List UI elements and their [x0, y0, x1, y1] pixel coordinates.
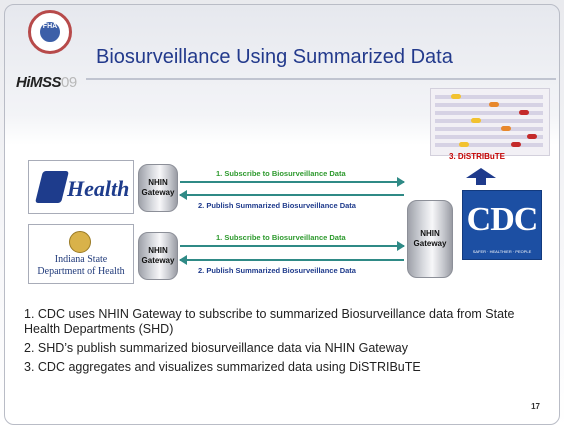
- cdc-logo-letters: CDC: [466, 201, 539, 238]
- gateway-right-label: NHIN Gateway: [413, 229, 447, 248]
- distribute-visualization-image: [430, 88, 550, 156]
- publish-arrow-top: [179, 190, 404, 200]
- fha-seal-icon: [38, 20, 62, 44]
- health-logo-text: Health: [67, 176, 130, 201]
- up-arrow-stem: [476, 178, 486, 185]
- slide-title: Biosurveillance Using Summarized Data: [96, 46, 453, 68]
- fha-logo-text: FHA: [42, 23, 58, 30]
- himss-year: 09: [61, 74, 77, 91]
- bullet-item: 3. CDC aggregates and visualizes summari…: [24, 360, 421, 374]
- fha-logo: FHA: [28, 10, 72, 54]
- bullet-item: 1. CDC uses NHIN Gateway to subscribe to…: [24, 307, 515, 336]
- state-health-logo: Health: [28, 160, 134, 214]
- publish-label-top: 2. Publish Summarized Biosurveillance Da…: [198, 201, 356, 210]
- indiana-health-logo: Indiana State Department of Health: [28, 224, 134, 284]
- distribute-label: 3. DiSTRIBuTE: [449, 152, 506, 161]
- indiana-logo-line2: Department of Health: [37, 266, 125, 277]
- gateway-right: NHIN Gateway: [407, 200, 453, 278]
- gateway-left-top-label: NHIN Gateway: [141, 178, 175, 197]
- subscribe-arrow-top: [180, 177, 405, 187]
- cdc-logo: CDC SAFER · HEALTHIER · PEOPLE: [462, 190, 542, 260]
- title-divider: [86, 78, 556, 80]
- gateway-left-bottom-label: NHIN Gateway: [141, 246, 175, 265]
- gateway-left-bottom: NHIN Gateway: [138, 232, 178, 280]
- indiana-seal-icon: [69, 231, 91, 253]
- subscribe-arrow-bottom: [180, 241, 405, 251]
- himss-logo: HiMSS09: [16, 74, 77, 91]
- health-mark-icon: [35, 171, 69, 203]
- himss-brand: HiMSS: [16, 74, 62, 91]
- up-arrow-icon: [466, 168, 496, 178]
- bullet-list: 1. CDC uses NHIN Gateway to subscribe to…: [24, 307, 544, 379]
- bullet-item: 2. SHD’s publish summarized biosurveilla…: [24, 341, 408, 355]
- subscribe-label-bottom: 1. Subscribe to Biosurveillance Data: [216, 233, 346, 242]
- indiana-logo-line1: Indiana State: [54, 254, 108, 265]
- gateway-left-top: NHIN Gateway: [138, 164, 178, 212]
- publish-label-bottom: 2. Publish Summarized Biosurveillance Da…: [198, 266, 356, 275]
- page-number: 17: [531, 402, 540, 411]
- cdc-logo-tagline: SAFER · HEALTHIER · PEOPLE: [472, 249, 532, 254]
- subscribe-label-top: 1. Subscribe to Biosurveillance Data: [216, 169, 346, 178]
- publish-arrow-bottom: [179, 255, 404, 265]
